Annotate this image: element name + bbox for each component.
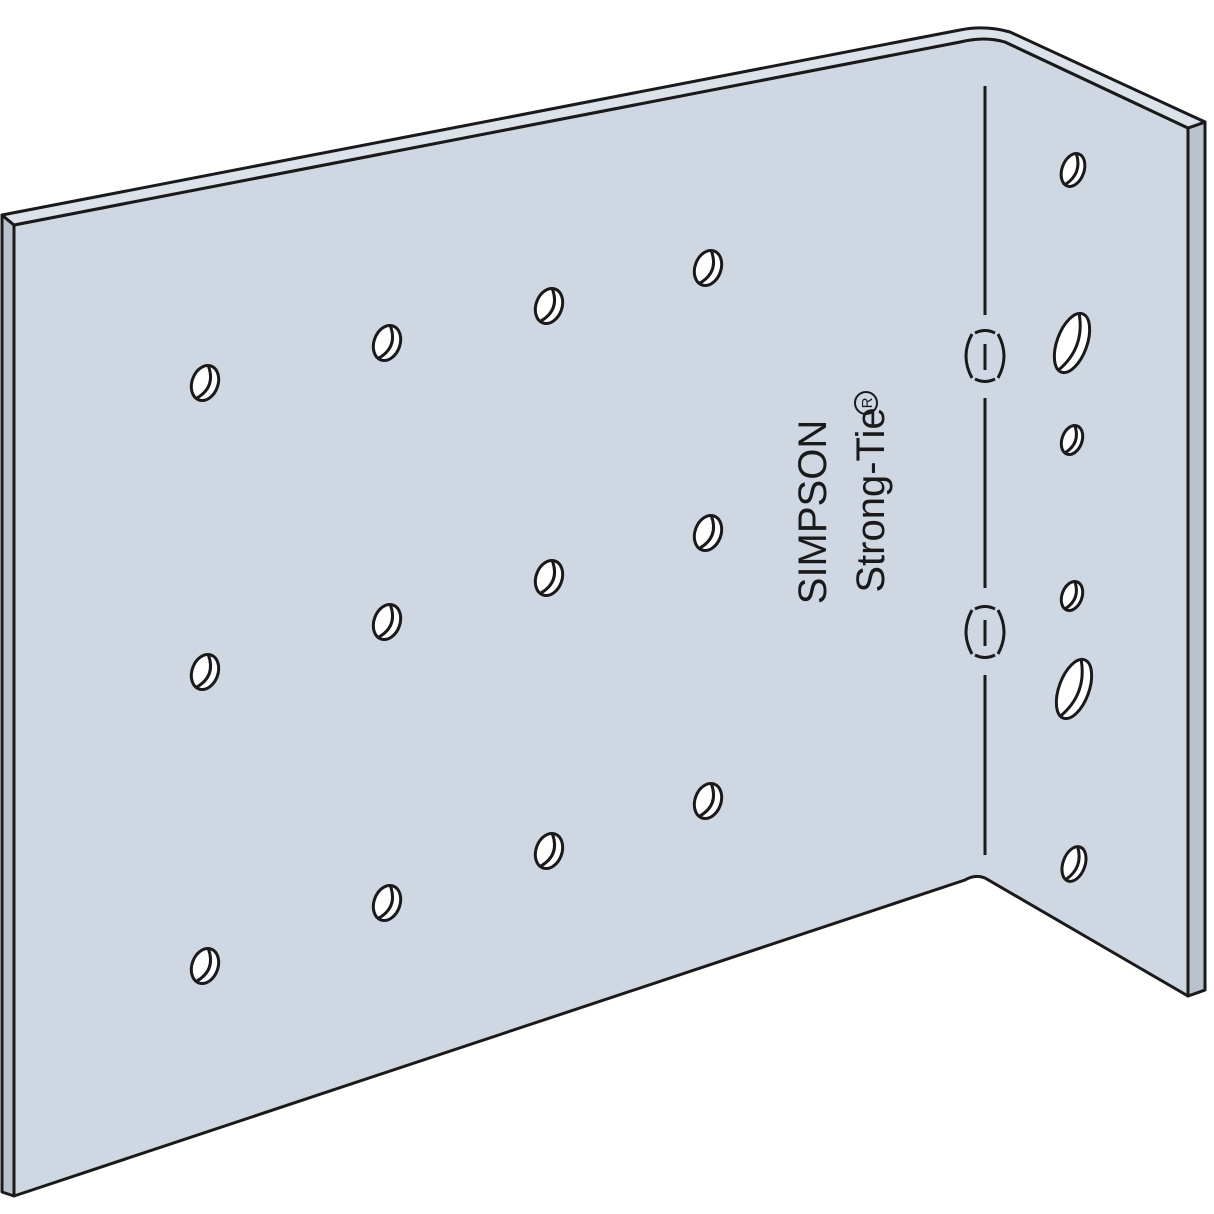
right-flange-edge xyxy=(1186,120,1207,998)
brand-stamp: SIMPSON xyxy=(791,420,835,604)
nail-hole xyxy=(189,653,221,691)
bolt-hole xyxy=(1052,311,1092,375)
bend-tab-lower xyxy=(964,605,1006,659)
registered-mark-letter: R xyxy=(859,397,876,408)
top-plate-edge xyxy=(0,26,1207,227)
nail-hole xyxy=(189,364,221,402)
nail-hole xyxy=(371,884,403,922)
nail-hole xyxy=(1059,423,1085,457)
nail-hole xyxy=(692,249,724,287)
nail-hole xyxy=(1060,845,1088,883)
nail-hole xyxy=(371,324,403,362)
nail-hole xyxy=(1059,579,1085,613)
brand-stamp-line2: Strong-Tie xyxy=(849,407,893,592)
main-face-holes xyxy=(189,249,724,985)
nail-hole xyxy=(533,832,565,870)
bend-tab-upper xyxy=(964,329,1006,383)
bolt-hole xyxy=(1054,657,1094,721)
main-plate-face xyxy=(12,37,1190,1198)
nail-hole xyxy=(189,947,221,985)
registered-mark: R xyxy=(854,391,878,415)
left-plate-edge xyxy=(0,213,16,1198)
brand-line-strong-tie: Strong-Tie xyxy=(849,407,893,592)
brand-line-simpson: SIMPSON xyxy=(791,420,835,604)
nail-hole xyxy=(533,559,565,597)
flange-holes xyxy=(1052,152,1094,883)
nail-hole xyxy=(692,782,724,820)
nail-hole xyxy=(1059,152,1087,188)
nail-hole xyxy=(692,514,724,552)
nail-hole xyxy=(371,603,403,641)
nail-hole xyxy=(533,287,565,325)
